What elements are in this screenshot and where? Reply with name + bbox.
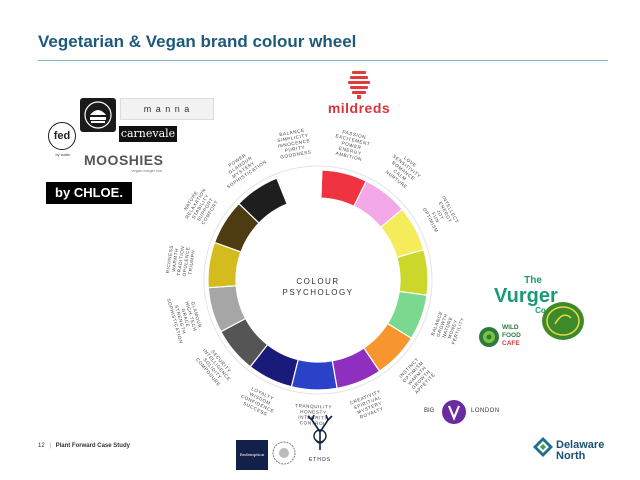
big-v-icon xyxy=(442,400,466,424)
segment-label-5: BALANCEGROWTHNATUREMONEYFERTILITY xyxy=(430,309,465,345)
vurger-name: Vurger xyxy=(494,285,558,307)
the-vurger-co-logo: The Vurger Co. xyxy=(494,275,558,324)
wheel-segment-15 xyxy=(276,169,323,205)
manna-logo: m a n n a xyxy=(120,98,214,120)
cafe-word: CAFE xyxy=(502,340,520,347)
wild-word: WILD xyxy=(502,324,519,331)
manna-wordmark: m a n n a xyxy=(143,104,191,114)
wheel-segment-8 xyxy=(290,358,338,391)
redemption-wordmark: Redemption xyxy=(239,452,265,457)
segment-label-line: OPULENCE xyxy=(182,246,191,276)
segment-label-line: RICHNESS xyxy=(165,245,174,274)
segment-label-line: WARMTH xyxy=(171,248,179,273)
mildreds-emblem-icon xyxy=(348,71,370,99)
wheel-outer-ring xyxy=(203,165,433,395)
london-word: LONDON xyxy=(471,408,500,414)
food-word: FOOD xyxy=(502,332,521,339)
segment-label-line: AMBITION xyxy=(335,151,362,162)
green-cafe-badge xyxy=(540,300,586,342)
delaware-north-logo-icon xyxy=(533,437,553,457)
segment-label-line: FUN xyxy=(431,211,441,223)
footer-separator: | xyxy=(49,443,51,449)
fed-wordmark: fed xyxy=(53,130,71,142)
page-footer: 12 | Plant Forward Case Study xyxy=(38,443,130,449)
delaware-line: Delaware xyxy=(556,439,605,451)
segment-label-line: GOODNESS xyxy=(280,149,312,159)
round-seal-logo xyxy=(270,440,298,470)
segment-label-line: BALANCE xyxy=(279,128,305,137)
segment-label-9: LOYALTYWISDOMCONFIDENCESUCCESS xyxy=(238,383,280,419)
segment-label-3: INTELLECTENERGYJOYFUNOPTIMISM xyxy=(421,195,459,235)
segment-label-line: CONTROL xyxy=(300,420,327,426)
by-chloe-wordmark: by CHLOE. xyxy=(55,185,123,200)
mooshies-subtitle: vegan burger bar xyxy=(131,168,162,173)
north-line: North xyxy=(556,450,586,462)
segment-label-line: GRACE xyxy=(181,308,191,328)
delaware-north-wordmark: Delaware North xyxy=(556,440,604,462)
fed-subtitle: by water xyxy=(55,152,71,157)
vurger-the: The xyxy=(524,275,542,286)
segment-label-line: TRANQUILITY xyxy=(295,403,332,409)
segment-label-12: RICHNESSWARMTHTRADITIONOPULENCETRIUMPH xyxy=(165,244,196,278)
segment-label-7: CREATIVITYSPIRITUALMYSTERYROYALTY xyxy=(349,389,388,421)
wild-food-cafe-text: WILD FOOD CAFE xyxy=(502,324,521,348)
carnevale-logo: carnevale xyxy=(119,126,177,142)
segment-label-line: HONESTY xyxy=(300,409,327,415)
segment-label-10: SECURITYINTELLIGENCESOLIDITYCOMPOSURE xyxy=(193,344,236,389)
segment-label-11: GLAMOURHIGH-TECHGRACESTRENGTHSOPHISTICAT… xyxy=(166,292,205,345)
segment-label-line: JOY xyxy=(436,209,445,221)
segment-label-2: LOVESENSITIVITYROMANCECALMNURTURE xyxy=(381,149,425,192)
title-divider xyxy=(38,60,608,61)
wheel-segment-4 xyxy=(396,248,429,296)
segment-label-6: INSTINCTOPTIMISMWARMTHGROWTHAPPETITE xyxy=(398,356,437,395)
segment-label-line: PASSION xyxy=(342,129,367,140)
center-line-2: PSYCHOLOGY xyxy=(282,288,354,297)
wild-food-cafe-icon xyxy=(479,327,499,347)
segment-label-15: BALANCESIMPLICITYINNOCENCEPURITYGOODNESS xyxy=(275,127,312,160)
burger-icon xyxy=(84,101,112,129)
carnevale-wordmark: carnevale xyxy=(120,127,176,140)
segment-label-line: TRADITION xyxy=(176,245,185,276)
segment-label-line: ENERGY xyxy=(338,146,362,156)
segment-label-line: POWER xyxy=(341,141,362,151)
wheel-center-label: COLOUR PSYCHOLOGY xyxy=(263,276,373,298)
segment-label-line: SIMPLICITY xyxy=(277,133,309,143)
segment-label-line: PURITY xyxy=(284,145,305,153)
ethos-logo: ETHOS xyxy=(300,414,340,470)
by-chloe-logo: by CHLOE. xyxy=(46,182,132,204)
segment-label-line: TRIUMPH xyxy=(188,249,196,275)
leaf-badge-icon xyxy=(542,302,584,340)
segment-label-14: POWERGLAMOURMYSTERYSOPHISTICATION xyxy=(216,145,267,189)
center-line-1: COLOUR xyxy=(296,277,340,286)
page-number: 12 xyxy=(38,443,45,449)
segment-label-line: MONEY xyxy=(447,319,458,339)
ethos-wordmark: ETHOS xyxy=(308,457,332,463)
seal-icon xyxy=(272,441,296,465)
segment-label-line: INNOCENCE xyxy=(277,138,310,149)
segment-label-1: PASSIONEXCITEMENTPOWERENERGYAMBITION xyxy=(331,128,372,163)
footer-text: Plant Forward Case Study xyxy=(55,443,130,449)
antler-icon xyxy=(307,414,333,450)
mildreds-wordmark: mildreds xyxy=(327,100,391,116)
segment-label-13: NATURERELAXATIONSTABILITYSUPPORTCOMFORT xyxy=(180,184,222,228)
big-v-london-logo: BIG LONDON xyxy=(424,400,520,426)
mooshies-logo: MOOSHIES vegan burger bar xyxy=(84,152,164,174)
mildreds-logo: mildreds xyxy=(326,70,392,122)
page-title: Vegetarian & Vegan brand colour wheel xyxy=(38,32,357,51)
fed-logo: fed by water xyxy=(48,122,78,160)
vurger-co: Co. xyxy=(535,306,548,315)
burger-logo xyxy=(80,98,116,132)
fed-circle: fed xyxy=(48,122,76,150)
big-word: BIG xyxy=(424,408,435,414)
mooshies-wordmark: MOOSHIES xyxy=(84,152,164,168)
wild-food-cafe-logo: WILD FOOD CAFE xyxy=(478,324,534,350)
redemption-logo: Redemption xyxy=(236,440,268,470)
